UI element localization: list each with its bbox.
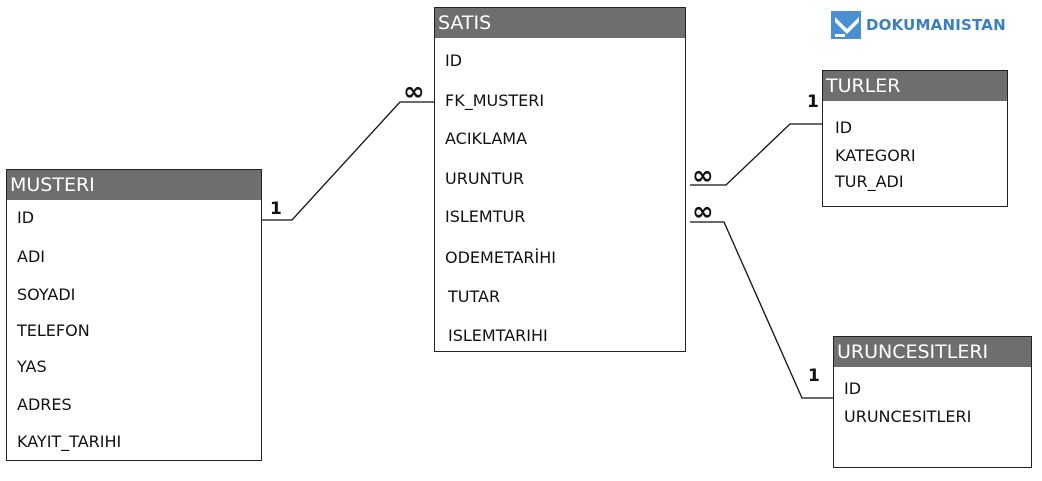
- musteri-field: ID: [17, 208, 35, 227]
- musteri-field: ADI: [17, 247, 45, 266]
- table-turler: TURLER ID KATEGORI TUR_ADI: [822, 70, 1008, 207]
- cardinality-one-turler: 1: [807, 92, 819, 112]
- musteri-field: TELEFON: [17, 321, 90, 340]
- turler-field: TUR_ADI: [835, 172, 904, 191]
- dokumanistan-logo-icon: [831, 11, 861, 39]
- uruncesitleri-field: URUNCESITLERI: [844, 407, 972, 426]
- cardinality-many-satis-uruncesitleri: ∞: [692, 197, 714, 227]
- table-satis: SATIS ID FK_MUSTERI ACIKLAMA URUNTUR ISL…: [434, 7, 686, 352]
- turler-field: ID: [835, 118, 853, 137]
- satis-field: ID: [445, 51, 463, 70]
- dokumanistan-logo: DOKUMANISTAN: [830, 8, 1006, 42]
- satis-field: FK_MUSTERI: [445, 91, 545, 110]
- cardinality-many-satis-musteri: ∞: [403, 77, 425, 107]
- satis-field: ISLEMTUR: [445, 207, 526, 226]
- table-turler-title: TURLER: [823, 71, 1007, 101]
- table-musteri-title: MUSTERI: [7, 170, 261, 200]
- musteri-field: YAS: [17, 357, 47, 376]
- cardinality-one-musteri: 1: [270, 199, 282, 219]
- musteri-field: ADRES: [17, 395, 72, 414]
- satis-field: ODEMETARİHI: [445, 248, 556, 267]
- musteri-field: SOYADI: [17, 285, 76, 304]
- table-musteri: MUSTERI ID ADI SOYADI TELEFON YAS ADRES …: [6, 169, 262, 461]
- logo-text: DOKUMANISTAN: [866, 16, 1006, 34]
- table-uruncesitleri: URUNCESITLERI ID URUNCESITLERI: [833, 336, 1032, 468]
- relation-line-satis-turler: [690, 123, 822, 186]
- table-satis-title: SATIS: [435, 8, 685, 38]
- cardinality-one-uruncesitleri: 1: [808, 366, 820, 386]
- musteri-field: KAYIT_TARIHI: [17, 432, 122, 451]
- relation-line-satis-uruncesitleri: [690, 221, 833, 399]
- satis-field: ISLEMTARIHI: [448, 326, 548, 345]
- table-uruncesitleri-title: URUNCESITLERI: [834, 337, 1031, 367]
- cardinality-many-satis-turler: ∞: [692, 161, 714, 191]
- satis-field: URUNTUR: [445, 169, 525, 188]
- turler-field: KATEGORI: [835, 146, 916, 165]
- satis-field: TUTAR: [448, 287, 501, 306]
- uruncesitleri-field: ID: [844, 379, 862, 398]
- satis-field: ACIKLAMA: [445, 129, 528, 148]
- relation-line-musteri-satis: [262, 101, 434, 221]
